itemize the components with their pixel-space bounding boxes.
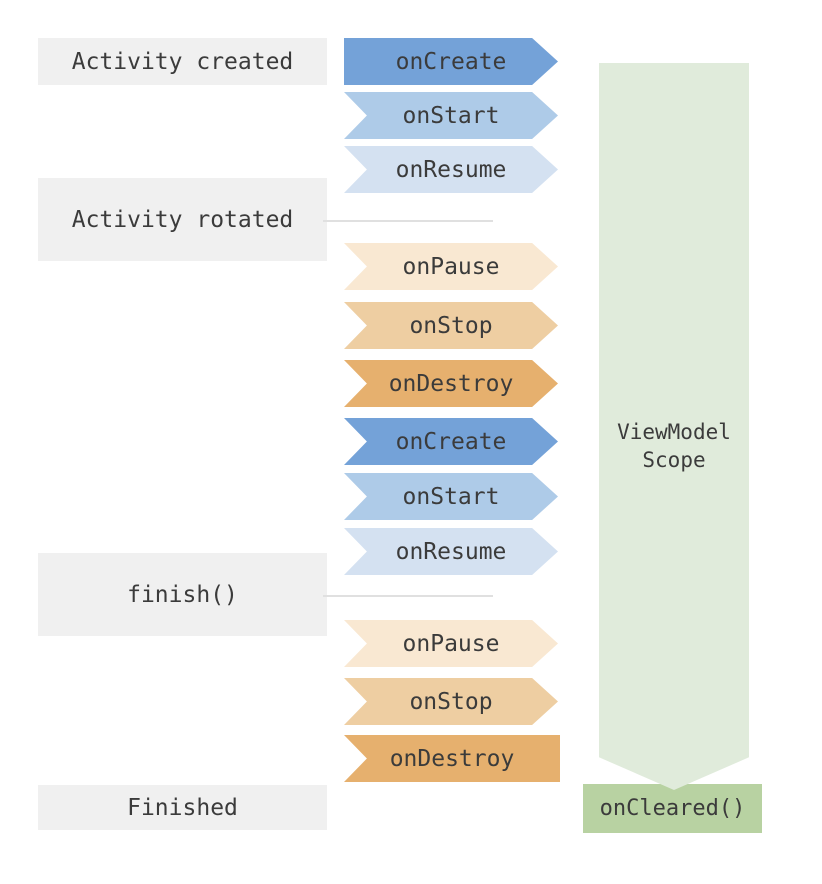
lifecycle-arrow-label: onPause — [402, 630, 500, 657]
oncleared-box: onCleared() — [583, 784, 762, 833]
state-box-finish: finish() — [38, 553, 327, 636]
lifecycle-arrow-onstop-2: onStop — [344, 678, 558, 725]
lifecycle-arrow-ondestroy-2: onDestroy — [344, 735, 560, 782]
lifecycle-arrow-label: onPause — [402, 253, 500, 280]
lifecycle-arrow-onpause-1: onPause — [344, 243, 558, 290]
state-label: finish() — [127, 581, 238, 608]
lifecycle-arrow-onpause-2: onPause — [344, 620, 558, 667]
lifecycle-arrow-label: onCreate — [395, 48, 507, 75]
lifecycle-arrow-label: onStart — [402, 102, 500, 129]
lifecycle-arrow-label: onStop — [409, 312, 493, 339]
lifecycle-arrow-onstop-1: onStop — [344, 302, 558, 349]
viewmodel-scope-arrow: ViewModel Scope — [599, 63, 749, 790]
lifecycle-arrow-onstart-1: onStart — [344, 92, 558, 139]
viewmodel-scope-label-line1: ViewModel — [617, 420, 731, 444]
connector-line-finish — [323, 595, 493, 597]
lifecycle-arrow-onresume-2: onResume — [344, 528, 558, 575]
state-label: Activity created — [71, 48, 294, 75]
lifecycle-arrow-ondestroy-1: onDestroy — [344, 360, 558, 407]
lifecycle-arrow-label: onResume — [395, 538, 507, 565]
state-box-finished: Finished — [38, 785, 327, 830]
oncleared-label: onCleared() — [599, 796, 746, 821]
lifecycle-arrow-onstart-2: onStart — [344, 473, 558, 520]
viewmodel-scope-label: ViewModel Scope — [599, 418, 749, 474]
lifecycle-arrow-label: onStart — [402, 483, 500, 510]
viewmodel-scope-label-line2: Scope — [642, 448, 706, 472]
lifecycle-arrow-label: onDestroy — [389, 745, 515, 772]
lifecycle-arrow-label: onResume — [395, 156, 507, 183]
connector-line-activity-rotated — [323, 220, 493, 222]
state-box-activity-created: Activity created — [38, 38, 327, 85]
lifecycle-arrow-label: onCreate — [395, 428, 507, 455]
lifecycle-arrow-label: onDestroy — [388, 370, 514, 397]
state-box-activity-rotated: Activity rotated — [38, 178, 327, 261]
state-label: Activity rotated — [71, 206, 294, 233]
lifecycle-arrow-oncreate-1: onCreate — [344, 38, 558, 85]
state-label: Finished — [127, 794, 238, 821]
lifecycle-arrow-oncreate-2: onCreate — [344, 418, 558, 465]
lifecycle-arrow-label: onStop — [409, 688, 493, 715]
lifecycle-arrow-onresume-1: onResume — [344, 146, 558, 193]
